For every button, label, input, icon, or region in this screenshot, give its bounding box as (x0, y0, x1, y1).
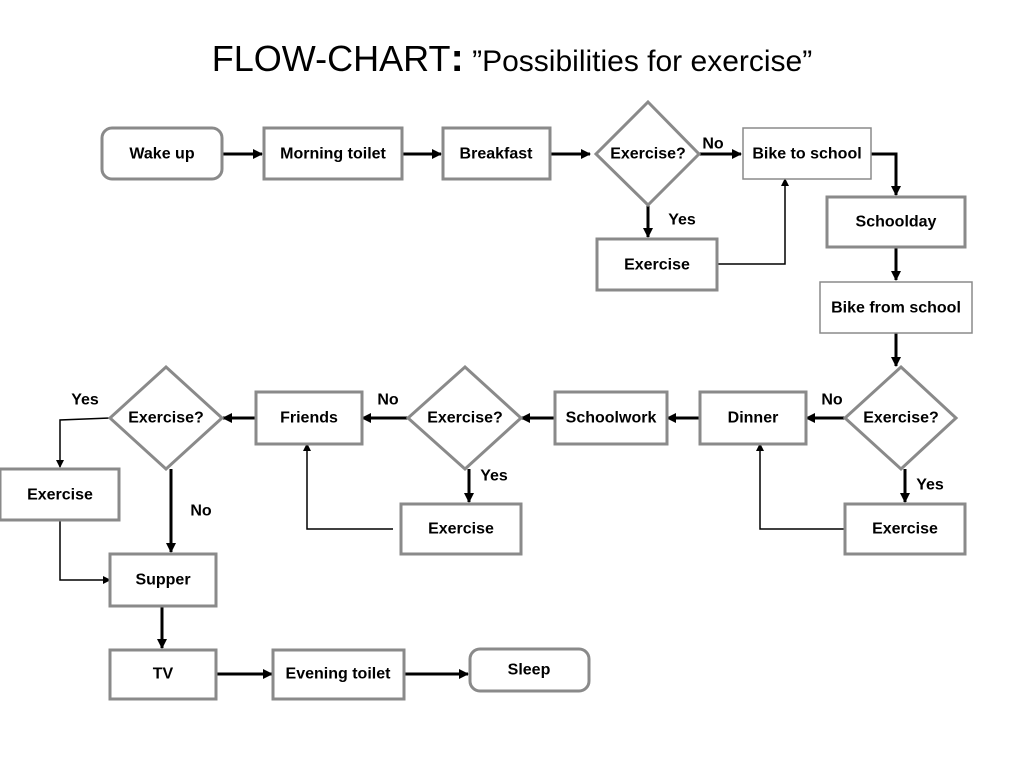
node-friends-label: Friends (280, 410, 338, 427)
node-evening-toilet-label: Evening toilet (286, 666, 392, 683)
decision-exercise-afternoon-label: Exercise? (863, 410, 939, 427)
arrow-exercise-to-bike-to-school (717, 178, 789, 265)
decision-exercise-night: Exercise? (107, 364, 225, 472)
node-breakfast: Breakfast (441, 126, 552, 181)
node-exercise-evening-label: Exercise (428, 521, 494, 538)
node-bike-from-school-label: Bike from school (831, 300, 961, 317)
edge-label-morning-yes: Yes (668, 212, 696, 229)
node-exercise-evening: Exercise (399, 502, 523, 556)
arrow-bike-to-school-to-schoolday (871, 152, 901, 196)
node-tv: TV (108, 648, 218, 701)
node-exercise-afternoon: Exercise (843, 502, 967, 556)
decision-exercise-morning: Exercise? (593, 99, 702, 208)
node-breakfast-label: Breakfast (460, 146, 534, 163)
node-schoolwork-label: Schoolwork (566, 410, 657, 427)
arrow-decision-yes-to-exercise-night (56, 417, 111, 468)
decision-exercise-evening-label: Exercise? (427, 410, 503, 427)
connectors (56, 149, 910, 679)
decision-exercise-night-label: Exercise? (128, 410, 204, 427)
edge-label-night-yes: Yes (71, 392, 99, 409)
edge-label-evening-no: No (377, 392, 399, 409)
node-dinner-label: Dinner (728, 410, 779, 427)
title-subtitle: ”Possibilities for exercise” (463, 45, 813, 78)
node-wake-up: Wake up (100, 126, 224, 181)
node-tv-label: TV (153, 666, 174, 683)
node-sleep-label: Sleep (508, 662, 551, 679)
decision-exercise-afternoon: Exercise? (842, 364, 959, 472)
node-morning-toilet: Morning toilet (262, 126, 404, 181)
node-schoolday-label: Schoolday (856, 214, 937, 231)
node-wake-up-label: Wake up (129, 146, 194, 163)
node-friends: Friends (254, 390, 364, 446)
edge-label-night-no: No (190, 503, 212, 520)
node-bike-from-school: Bike from school (819, 281, 973, 334)
arrow-exercise-to-friends (303, 443, 393, 530)
arrow-exercise-to-dinner (756, 443, 845, 530)
decision-exercise-morning-label: Exercise? (610, 146, 686, 163)
node-exercise-afternoon-label: Exercise (872, 521, 938, 538)
title-main: FLOW-CHART (211, 38, 451, 79)
node-schoolday: Schoolday (825, 195, 967, 249)
decision-exercise-evening: Exercise? (405, 364, 524, 472)
node-evening-toilet: Evening toilet (271, 648, 406, 701)
node-exercise-morning-label: Exercise (624, 257, 690, 274)
node-supper: Supper (108, 552, 218, 608)
page-title: FLOW-CHART: ”Possibilities for exercise” (0, 36, 1024, 81)
node-supper-label: Supper (135, 572, 190, 589)
edge-label-afternoon-yes: Yes (916, 477, 944, 494)
node-exercise-night: Exercise (0, 467, 121, 522)
node-bike-to-school: Bike to school (742, 127, 872, 180)
node-schoolwork: Schoolwork (553, 390, 669, 446)
edge-label-evening-yes: Yes (480, 468, 508, 485)
node-dinner: Dinner (698, 390, 808, 446)
node-bike-to-school-label: Bike to school (752, 146, 861, 163)
node-exercise-night-label: Exercise (27, 487, 93, 504)
arrow-exercise-to-supper (59, 521, 111, 584)
node-morning-toilet-label: Morning toilet (280, 146, 386, 163)
title-colon: : (450, 36, 464, 80)
node-exercise-morning: Exercise (595, 237, 719, 292)
edge-label-morning-no: No (702, 136, 724, 153)
edge-label-afternoon-no: No (821, 392, 843, 409)
node-sleep: Sleep (468, 647, 591, 693)
